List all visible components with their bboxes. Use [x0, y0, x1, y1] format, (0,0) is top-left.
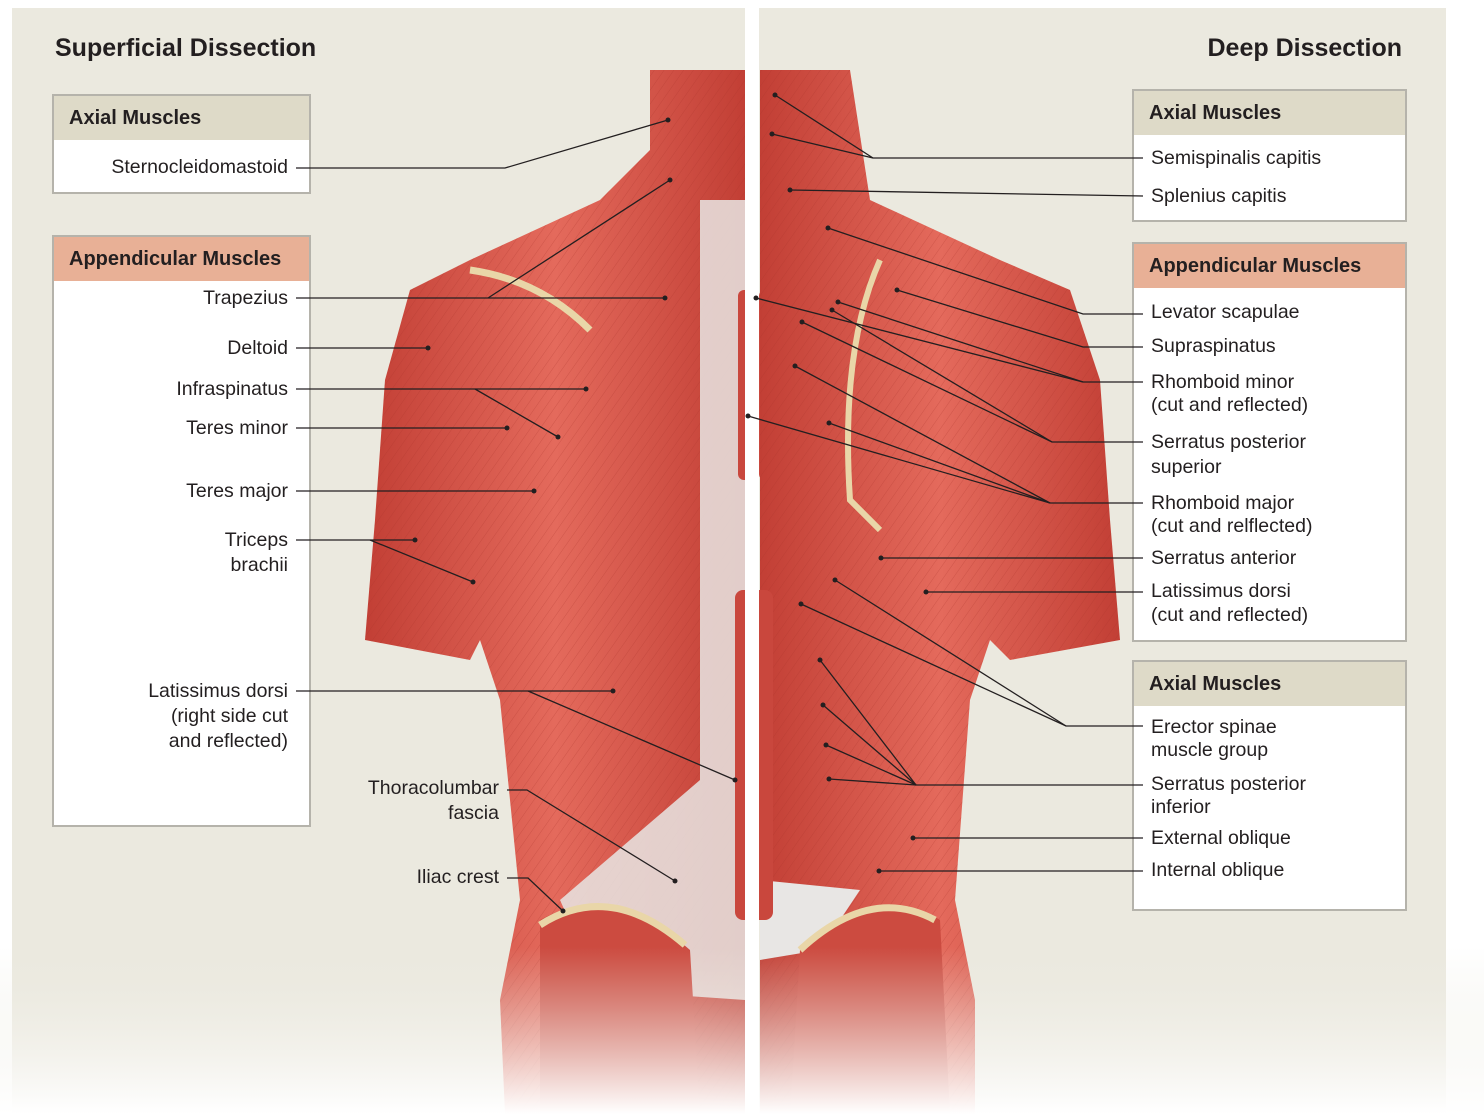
- label-teres-major: Teres major: [186, 480, 288, 502]
- label-latissimus-dorsi-2: (right side cut: [170, 705, 288, 727]
- label-latissimus-dorsi-3: and reflected): [168, 730, 288, 752]
- label-supraspinatus: Supraspinatus: [1151, 335, 1276, 357]
- label-external-oblique: External oblique: [1151, 827, 1291, 849]
- label-sternocleidomastoid: Sternocleidomastoid: [111, 156, 288, 178]
- label-splenius-capitis: Splenius capitis: [1151, 185, 1287, 207]
- left-leaders: [296, 119, 736, 912]
- label-latissimus-dorsi-deep-2: (cut and reflected): [1151, 604, 1309, 626]
- deep-title: Deep Dissection: [1207, 34, 1402, 62]
- left-axial-header: Axial Muscles: [54, 96, 309, 140]
- right-appendicular-box: Appendicular Muscles: [1132, 242, 1407, 642]
- right-leaders: [747, 94, 1144, 872]
- label-trapezius: Trapezius: [203, 287, 288, 309]
- label-rhomboid-minor-2: (cut and reflected): [1151, 394, 1309, 416]
- label-thoracolumbar-2: fascia: [448, 802, 499, 824]
- left-axial-box: Axial Muscles: [52, 94, 311, 194]
- label-iliac-crest: Iliac crest: [416, 866, 499, 888]
- divider: [745, 0, 759, 1114]
- right-appendicular-header: Appendicular Muscles: [1134, 244, 1405, 288]
- label-serratus-anterior: Serratus anterior: [1151, 547, 1297, 569]
- label-serratus-posterior-superior-2: superior: [1151, 456, 1222, 478]
- label-internal-oblique: Internal oblique: [1151, 859, 1285, 881]
- right-axial-top-header: Axial Muscles: [1134, 91, 1405, 135]
- label-latissimus-dorsi: Latissimus dorsi: [148, 680, 288, 702]
- label-semispinalis-capitis: Semispinalis capitis: [1151, 147, 1322, 169]
- label-teres-minor: Teres minor: [186, 417, 288, 439]
- label-rhomboid-major-2: (cut and relflected): [1151, 515, 1313, 537]
- left-appendicular-box: Appendicular Muscles: [52, 235, 311, 827]
- superficial-title: Superficial Dissection: [55, 34, 317, 62]
- label-erector-spinae: Erector spinae: [1151, 716, 1277, 738]
- label-erector-spinae-2: muscle group: [1151, 739, 1269, 761]
- label-rhomboid-minor: Rhomboid minor: [1151, 371, 1295, 393]
- leader-dots: [412, 92, 929, 914]
- label-levator-scapulae: Levator scapulae: [1151, 301, 1300, 323]
- label-triceps-2: brachii: [230, 554, 288, 576]
- left-appendicular-header: Appendicular Muscles: [54, 237, 309, 281]
- label-thoracolumbar: Thoracolumbar: [367, 777, 499, 799]
- right-axial-bottom-header: Axial Muscles: [1134, 662, 1405, 706]
- label-deltoid: Deltoid: [227, 337, 288, 359]
- label-serratus-posterior-superior: Serratus posterior: [1151, 431, 1306, 453]
- label-latissimus-dorsi-deep: Latissimus dorsi: [1151, 580, 1291, 602]
- label-infraspinatus: Infraspinatus: [176, 378, 288, 400]
- label-serratus-posterior-inferior-2: inferior: [1151, 796, 1211, 818]
- label-serratus-posterior-inferior: Serratus posterior: [1151, 773, 1306, 795]
- label-rhomboid-major: Rhomboid major: [1151, 492, 1295, 514]
- label-triceps: Triceps: [224, 529, 288, 551]
- right-axial-top-box: Axial Muscles: [1132, 89, 1407, 222]
